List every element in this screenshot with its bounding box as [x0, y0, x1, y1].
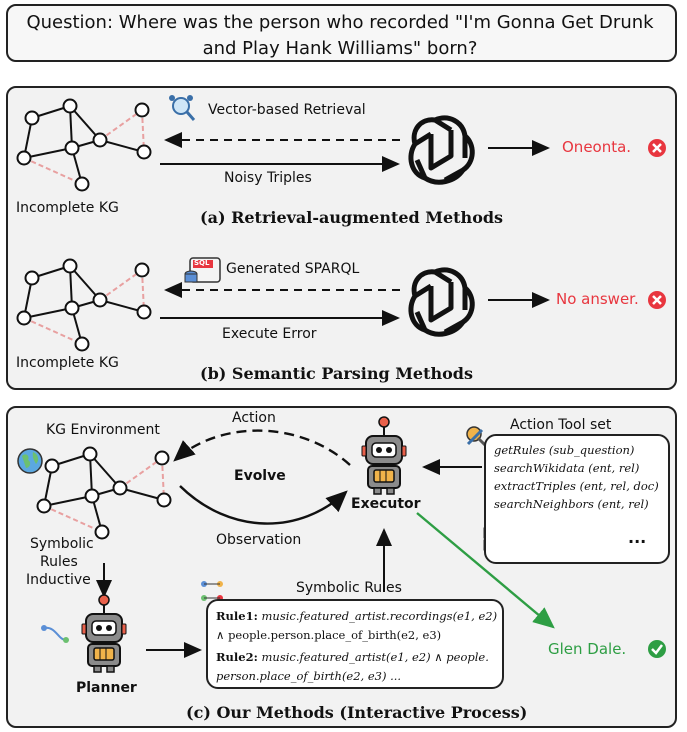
inductive-line-2: Rules — [40, 554, 78, 570]
rules-title: Symbolic Rules — [296, 580, 402, 596]
kg-graph-c — [36, 446, 172, 540]
rule2-text: music.featured_artist(e1, e2) ∧ people. — [261, 650, 489, 664]
executor-label: Executor — [351, 496, 421, 512]
answer-c: Glen Dale. — [548, 640, 627, 658]
retrieval-label: Vector-based Retrieval — [208, 102, 366, 118]
llm-icon-a — [411, 118, 472, 182]
flow-icon — [41, 625, 69, 643]
executor-robot — [361, 416, 407, 495]
rule1-tag: Rule1: — [216, 609, 258, 623]
correct-icon — [648, 640, 666, 658]
question-text: Question: Where was the person who recor… — [26, 12, 654, 59]
rule2: Rule2: music.featured_artist(e1, e2) ∧ p… — [216, 650, 489, 664]
inductive-line-3: Inductive — [26, 572, 91, 588]
tool-get-rules: getRules (sub_question) — [494, 443, 635, 457]
kg-graph-b — [16, 258, 152, 352]
answer-b: No answer. — [556, 290, 639, 308]
planner-robot — [81, 594, 127, 673]
sql-icon-text: SQL — [194, 259, 210, 267]
wrong-icon-b — [648, 291, 666, 309]
observation-arrow — [179, 485, 348, 525]
sql-icon — [184, 257, 221, 283]
evolve-label: Evolve — [234, 468, 286, 484]
tools-title: Action Tool set — [510, 417, 612, 433]
sparql-label: Generated SPARQL — [226, 261, 360, 277]
triples-label: Noisy Triples — [224, 170, 312, 186]
tool-search-wikidata: searchWikidata (ent, rel) — [494, 461, 640, 475]
llm-icon-b — [411, 270, 472, 334]
symbolic-rules-box — [206, 599, 504, 689]
kg-label-a: Incomplete KG — [16, 200, 119, 216]
action-tool-set — [484, 434, 670, 564]
caption-c: (c) Our Methods (Interactive Process) — [186, 703, 528, 722]
caption-a: (a) Retrieval-augmented Methods — [200, 208, 504, 227]
caption-b: (b) Semantic Parsing Methods — [200, 364, 473, 383]
rule1-cont: ∧ people.person.place_of_birth(e2, e3) — [216, 628, 442, 642]
rules-graph-icon — [201, 581, 223, 601]
answer-a: Oneonta. — [562, 138, 632, 156]
more-tools: ... — [628, 528, 647, 547]
tool-search-neighbors: searchNeighbors (ent, rel) — [494, 497, 649, 511]
magnifier-icon — [169, 95, 196, 121]
rule2-cont: person.place_of_birth(e2, e3) ... — [216, 669, 402, 683]
question-box — [6, 4, 677, 62]
inductive-line-1: Symbolic — [30, 536, 94, 552]
error-label: Execute Error — [222, 326, 317, 342]
kg-label-b: Incomplete KG — [16, 355, 119, 371]
panel-baselines — [6, 86, 677, 390]
action-label: Action — [232, 410, 276, 426]
answer-arrow-c — [416, 512, 555, 629]
planner-label: Planner — [76, 680, 137, 696]
observation-label: Observation — [216, 532, 302, 548]
kg-env-label: KG Environment — [46, 422, 160, 438]
wrong-icon-a — [648, 139, 666, 157]
rule1-text: music.featured_artist.recordings(e1, e2) — [261, 609, 498, 623]
action-arrow — [173, 429, 351, 466]
globe-icon — [17, 448, 43, 474]
kg-graph-a — [16, 98, 152, 192]
rule1: Rule1: music.featured_artist.recordings(… — [216, 609, 497, 623]
rule2-tag: Rule2: — [216, 650, 258, 664]
tool-extract-triples: extractTriples (ent, rel, doc) — [494, 479, 659, 493]
